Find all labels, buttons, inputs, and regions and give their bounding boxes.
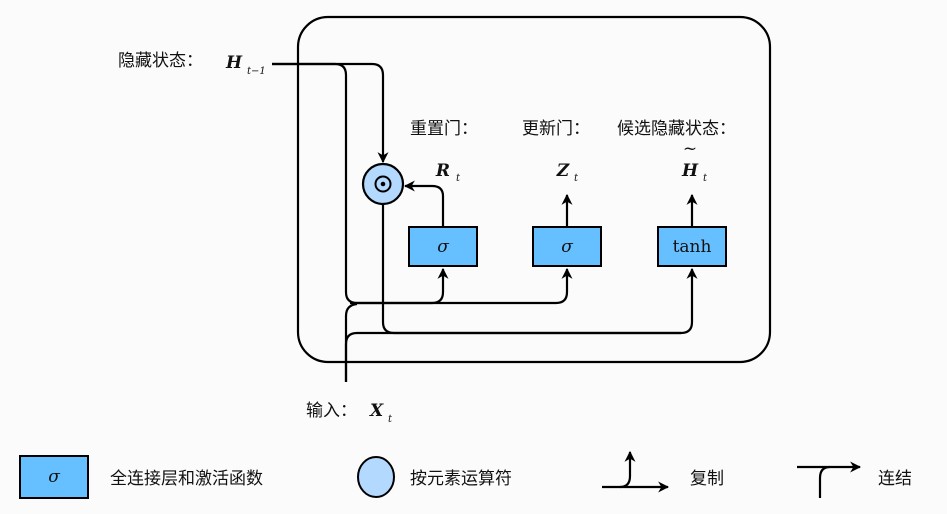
legend-concat-label: 连结 bbox=[878, 469, 912, 489]
hidden-to-reset-multiply bbox=[272, 62, 389, 164]
hidden-state-label: 隐藏状态： bbox=[118, 51, 203, 71]
to-update-gate bbox=[432, 267, 573, 305]
input-sub: t bbox=[388, 414, 393, 425]
update-gate-layer bbox=[532, 226, 602, 267]
tanh-label: tanh bbox=[673, 237, 712, 257]
h-var: H bbox=[681, 161, 699, 181]
legend-fc-label: 全连接层和激活函数 bbox=[110, 469, 263, 489]
candidate-layer bbox=[657, 226, 727, 267]
legend-fc-icon bbox=[19, 455, 89, 499]
r-sub: t bbox=[456, 173, 461, 184]
r-var: R bbox=[435, 161, 450, 181]
reset-output-arrow bbox=[403, 180, 445, 227]
z-var: Z bbox=[556, 161, 570, 181]
hidden-to-gates bbox=[272, 62, 432, 305]
reset-gate-label: 重置门： bbox=[410, 119, 478, 139]
update-sigma: σ bbox=[561, 237, 573, 257]
candidate-label: 候选隐藏状态： bbox=[617, 119, 736, 139]
concat-icon bbox=[797, 461, 862, 498]
input-var: X bbox=[369, 401, 384, 421]
input-to-candidate bbox=[344, 331, 681, 382]
legend-operator-label: 按元素运算符 bbox=[410, 469, 512, 489]
legend-operator-icon bbox=[357, 456, 395, 498]
legend: σ 全连接层和激活函数 按元素运算符 复制 连结 bbox=[19, 450, 912, 499]
h-sub: t bbox=[703, 173, 708, 184]
legend-fc-symbol: σ bbox=[48, 467, 60, 487]
reset-gate-layer bbox=[408, 226, 478, 267]
multiply-to-candidate bbox=[381, 205, 698, 335]
reset-sigma: σ bbox=[437, 237, 449, 257]
elementwise-multiply-node bbox=[361, 162, 405, 206]
copy-icon bbox=[602, 450, 670, 493]
input-label: 输入： bbox=[306, 401, 357, 421]
hidden-var: H bbox=[225, 53, 243, 73]
z-sub: t bbox=[574, 173, 579, 184]
legend-copy-label: 复制 bbox=[690, 469, 724, 489]
gru-cell-frame bbox=[296, 15, 772, 364]
hidden-sub: t−1 bbox=[247, 66, 266, 77]
input-to-gates bbox=[344, 302, 358, 382]
h-tilde: ~ bbox=[683, 139, 697, 159]
to-reset-gate bbox=[350, 267, 449, 305]
update-gate-label: 更新门： bbox=[522, 119, 590, 139]
